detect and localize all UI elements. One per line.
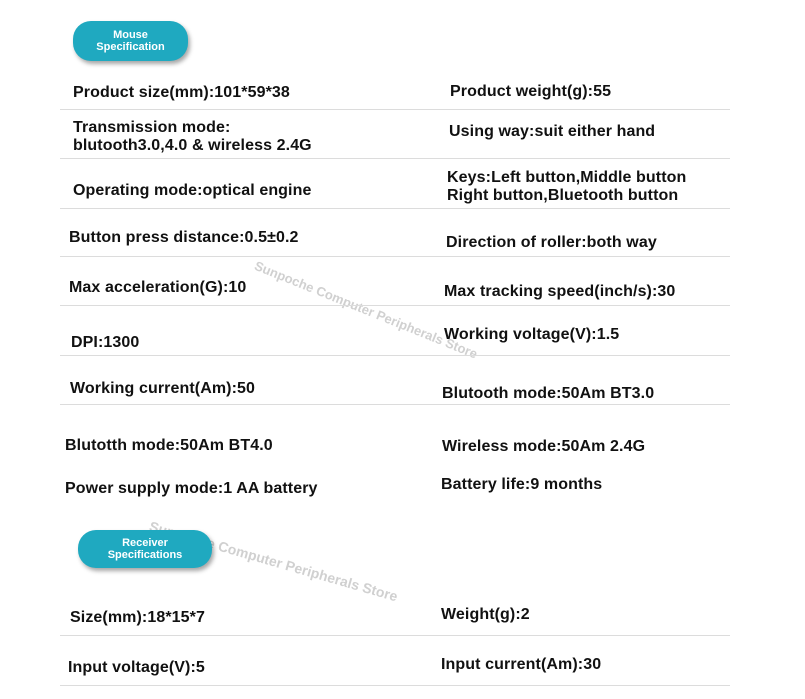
- spec-keys: Keys:Left button,Middle button Right but…: [447, 169, 686, 205]
- spec-input-current: Input current(Am):30: [441, 656, 602, 673]
- spec-receiver-weight: Weight(g):2: [441, 606, 530, 623]
- divider: [60, 305, 730, 306]
- spec-button-press-distance: Button press distance:0.5±0.2: [69, 229, 299, 246]
- receiver-specification-badge: Receiver Specifications: [78, 530, 212, 568]
- spec-power-supply-mode: Power supply mode:1 AA battery: [65, 480, 318, 497]
- spec-bluetooth-mode-bt3: Blutooth mode:50Am BT3.0: [442, 385, 655, 402]
- spec-max-tracking-speed: Max tracking speed(inch/s):30: [444, 283, 676, 300]
- divider: [60, 109, 730, 110]
- spec-max-acceleration: Max acceleration(G):10: [69, 279, 247, 296]
- spec-input-voltage: Input voltage(V):5: [68, 659, 205, 676]
- spec-direction-of-roller: Direction of roller:both way: [446, 234, 657, 251]
- spec-receiver-size: Size(mm):18*15*7: [70, 609, 205, 626]
- spec-working-voltage: Working voltage(V):1.5: [444, 326, 620, 343]
- divider: [60, 256, 730, 257]
- spec-wireless-mode: Wireless mode:50Am 2.4G: [442, 438, 646, 455]
- spec-dpi: DPI:1300: [71, 334, 140, 351]
- divider: [60, 355, 730, 356]
- divider: [60, 635, 730, 636]
- spec-line: Transmission mode:: [73, 119, 231, 136]
- badge-label: Specifications: [107, 549, 183, 561]
- spec-product-weight: Product weight(g):55: [450, 83, 612, 100]
- spec-using-way: Using way:suit either hand: [449, 123, 656, 140]
- spec-bluetooth-mode-bt4: Blutotth mode:50Am BT4.0: [65, 437, 273, 454]
- badge-label: Mouse: [113, 29, 148, 41]
- spec-line: blutooth3.0,4.0 & wireless 2.4G: [73, 137, 312, 154]
- divider: [60, 158, 730, 159]
- spec-product-size: Product size(mm):101*59*38: [73, 84, 290, 101]
- spec-battery-life: Battery life:9 months: [441, 476, 603, 493]
- divider: [60, 685, 730, 686]
- spec-operating-mode: Operating mode:optical engine: [73, 182, 312, 199]
- spec-line: Right button,Bluetooth button: [447, 187, 679, 204]
- badge-label: Specification: [96, 41, 165, 53]
- badge-label: Receiver: [122, 537, 168, 549]
- divider: [60, 404, 730, 405]
- watermark-text: Sunpoche Computer Peripherals Store: [252, 258, 480, 362]
- spec-line: Keys:Left button,Middle button: [447, 169, 687, 186]
- spec-working-current: Working current(Am):50: [70, 380, 256, 397]
- mouse-specification-badge: Mouse Specification: [73, 21, 188, 61]
- divider: [60, 208, 730, 209]
- spec-transmission-mode: Transmission mode: blutooth3.0,4.0 & wir…: [73, 119, 312, 155]
